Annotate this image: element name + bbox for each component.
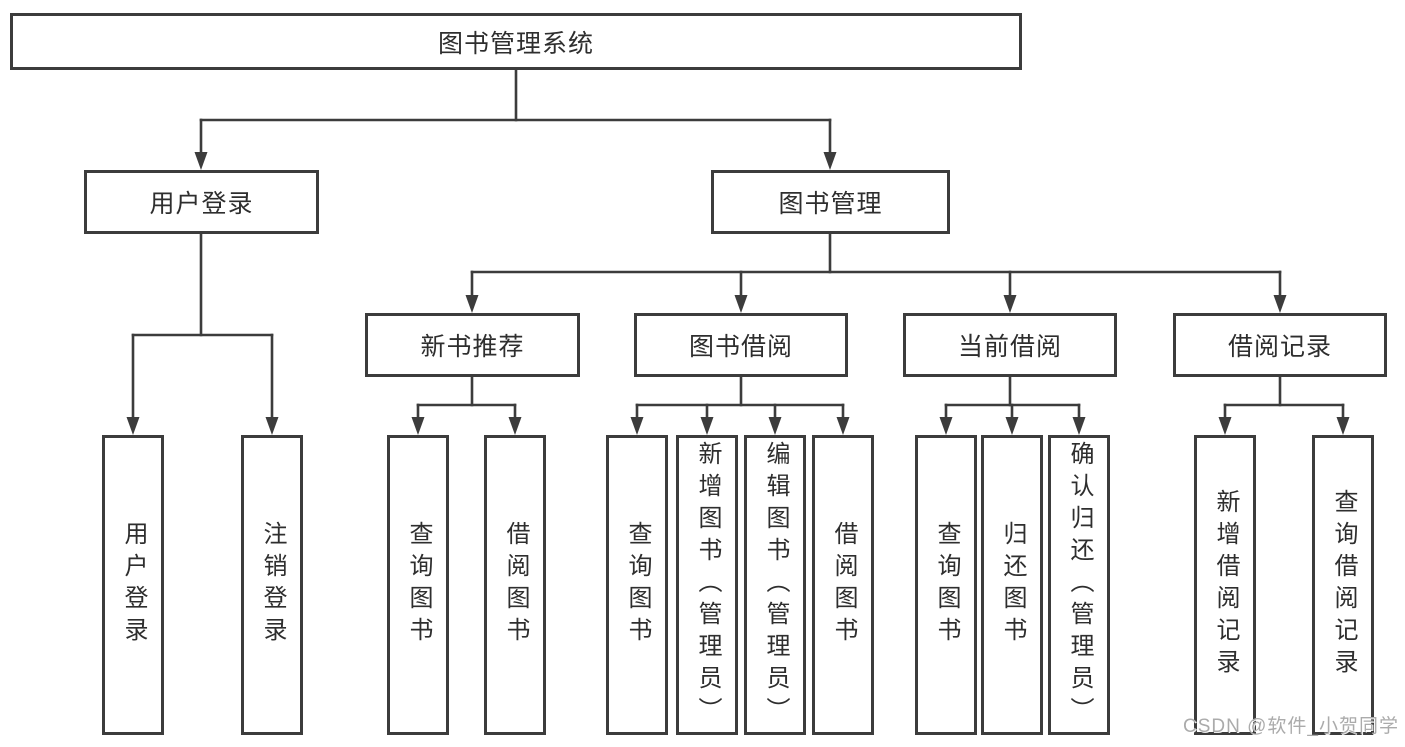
leaf-current-confirm-return-admin-label: 确认归还（管理员） [1066, 441, 1093, 729]
leaf-borrow-borrow-books: 借阅图书 [812, 435, 874, 735]
watermark: CSDN @软件_小贺同学 [1183, 716, 1399, 737]
node-new-book-recommend-label: 新书推荐 [420, 333, 525, 361]
leaf-borrow-edit-books-admin-label: 编辑图书（管理员） [762, 441, 789, 729]
node-user-login: 用户登录 [84, 170, 319, 234]
node-book-borrow-label: 图书借阅 [688, 333, 793, 361]
leaf-records-add-record-label: 新增借阅记录 [1212, 489, 1239, 681]
node-current-borrow-label: 当前借阅 [957, 333, 1062, 361]
leaf-current-query-books-label: 查询图书 [933, 521, 960, 649]
leaf-borrow-query-books-label: 查询图书 [624, 521, 651, 649]
leaf-borrow-edit-books-admin: 编辑图书（管理员） [744, 435, 806, 735]
node-user-login-label: 用户登录 [149, 190, 254, 218]
leaf-newbook-borrow-books: 借阅图书 [484, 435, 546, 735]
leaf-newbook-borrow-books-label: 借阅图书 [502, 521, 529, 649]
node-borrow-records: 借阅记录 [1173, 313, 1387, 377]
leaf-newbook-query-books: 查询图书 [387, 435, 449, 735]
leaf-borrow-query-books: 查询图书 [606, 435, 668, 735]
node-current-borrow: 当前借阅 [903, 313, 1117, 377]
node-book-management-label: 图书管理 [778, 190, 883, 218]
leaf-borrow-borrow-books-label: 借阅图书 [830, 521, 857, 649]
leaf-newbook-query-books-label: 查询图书 [405, 521, 432, 649]
leaf-borrow-add-books-admin-label: 新增图书（管理员） [694, 441, 721, 729]
node-borrow-records-label: 借阅记录 [1227, 333, 1332, 361]
leaf-current-query-books: 查询图书 [915, 435, 977, 735]
node-library-system: 图书管理系统 [10, 13, 1022, 70]
node-library-system-label: 图书管理系统 [437, 29, 594, 58]
leaf-records-add-record: 新增借阅记录 [1194, 435, 1256, 735]
leaf-current-confirm-return-admin: 确认归还（管理员） [1048, 435, 1110, 735]
leaf-records-query-record: 查询借阅记录 [1312, 435, 1374, 735]
leaf-current-return-books-label: 归还图书 [999, 521, 1026, 649]
node-new-book-recommend: 新书推荐 [365, 313, 580, 377]
leaf-user-login-label: 用户登录 [120, 521, 147, 649]
node-book-borrow: 图书借阅 [634, 313, 848, 377]
node-book-management: 图书管理 [711, 170, 950, 234]
leaf-user-login: 用户登录 [102, 435, 164, 735]
leaf-logout: 注销登录 [241, 435, 303, 735]
leaf-borrow-add-books-admin: 新增图书（管理员） [676, 435, 738, 735]
leaf-current-return-books: 归还图书 [981, 435, 1043, 735]
leaf-records-query-record-label: 查询借阅记录 [1330, 489, 1357, 681]
leaf-logout-label: 注销登录 [259, 521, 286, 649]
